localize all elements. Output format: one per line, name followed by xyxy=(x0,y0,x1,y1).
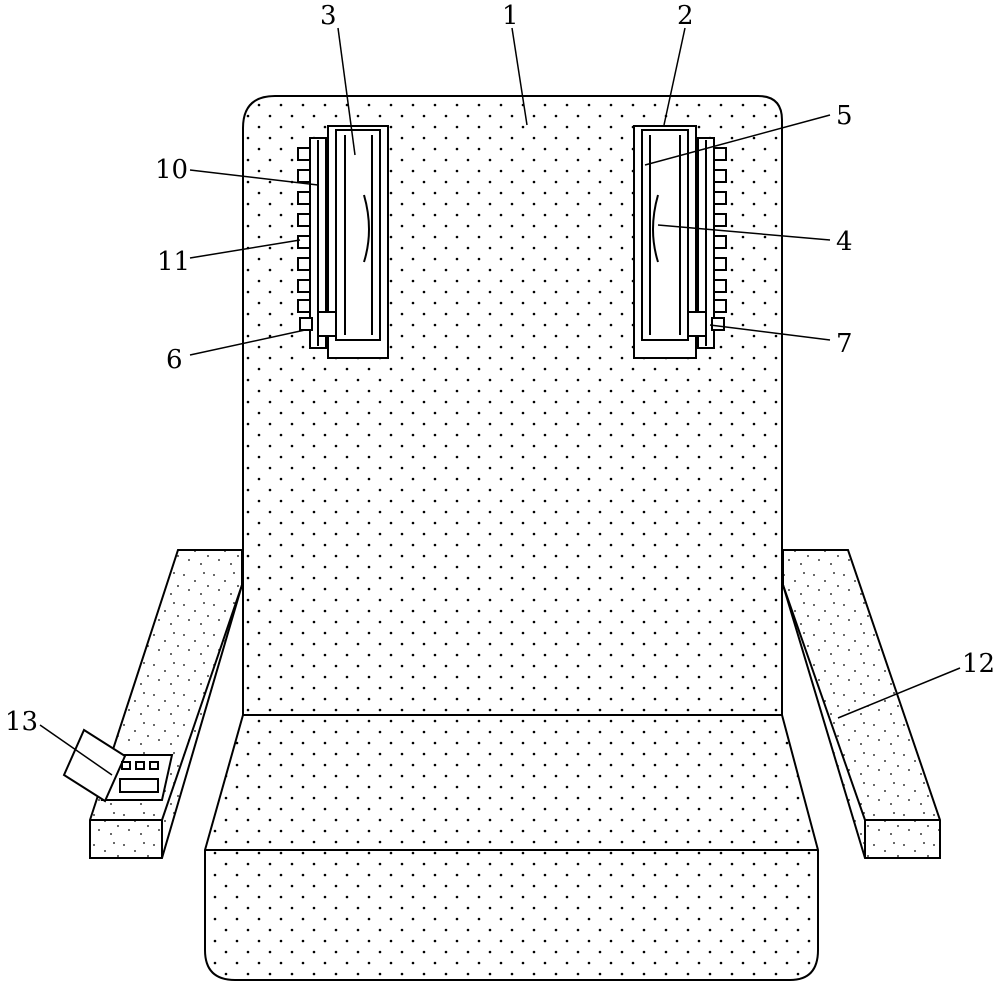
callout-3: 3 xyxy=(320,1,337,31)
callout-10: 10 xyxy=(155,155,188,185)
callout-11: 11 xyxy=(157,247,190,277)
callout-4: 4 xyxy=(836,227,853,257)
callout-2: 2 xyxy=(677,1,694,31)
callout-13: 13 xyxy=(5,707,38,737)
callout-7: 7 xyxy=(836,329,853,359)
seat xyxy=(205,715,818,980)
callout-12: 12 xyxy=(962,649,995,679)
left-massage-unit xyxy=(298,126,388,358)
callout-1: 1 xyxy=(502,1,519,31)
callout-6: 6 xyxy=(166,345,183,375)
right-massage-unit xyxy=(634,126,726,358)
callout-5: 5 xyxy=(836,101,853,131)
